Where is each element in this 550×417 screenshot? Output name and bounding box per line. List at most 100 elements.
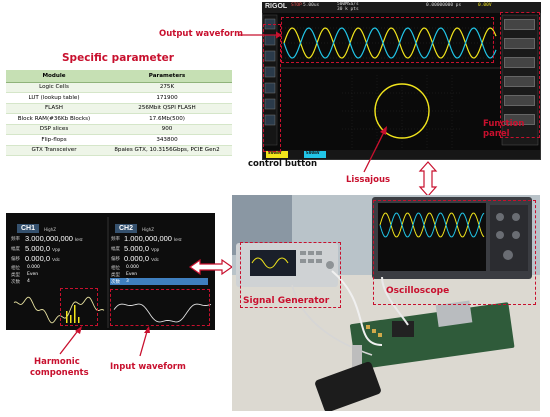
math-button-icon: [264, 50, 276, 62]
table-cell: DSP slices: [6, 124, 102, 135]
ch1-freq-label: 频率: [11, 237, 20, 242]
ch2-phase-label: 相位: [111, 266, 120, 271]
lissajous-figure: [374, 83, 430, 139]
lab-bench-illustration: [232, 195, 540, 411]
scope-timebase: 5.00us: [303, 3, 320, 8]
harmonic-arrow: [59, 327, 81, 355]
ch1-phase-value[interactable]: 0.000: [27, 265, 40, 270]
ch2-offset-value[interactable]: 0.000,0 Vdc: [124, 254, 159, 263]
oscilloscope-label: Oscilloscope: [386, 286, 450, 296]
ch1-type-value[interactable]: Even: [27, 272, 39, 277]
ch1-phase-label: 相位: [11, 266, 20, 271]
signal-generator-label: Signal Generator: [243, 296, 330, 306]
ch1-tab[interactable]: CH1: [17, 224, 40, 233]
table-cell: 900: [102, 124, 232, 135]
ch1-type-label: 类型: [11, 273, 20, 278]
function-button-2[interactable]: [504, 38, 535, 49]
ch2-impedance: HighZ: [142, 227, 154, 232]
display-button-icon: [264, 66, 276, 78]
table-cell: 8paies GTX, 10.3156Gbps, PCIE Gen2: [102, 145, 232, 156]
table-row: LUT (lookup table)171900: [6, 92, 232, 104]
photo-ch1-wave: [379, 212, 485, 238]
photo-ch2-wave: [379, 212, 485, 238]
ch1-offset-label: 偏移: [11, 257, 20, 262]
ch1-output-waveform: [283, 27, 497, 59]
ch2-order-highlight-row[interactable]: [110, 278, 208, 285]
function-button-3[interactable]: [504, 57, 535, 68]
table-cell: 171900: [102, 92, 232, 104]
double-arrow-vertical: [418, 161, 438, 197]
ch1-harmonic-waveform: [13, 296, 105, 324]
table-cell: FLASH: [6, 103, 102, 114]
ch2-scale-badge: [304, 151, 326, 158]
usb-device: [315, 361, 381, 411]
table-cell: Flip-flops: [6, 134, 102, 146]
ch2-scale-text: 500mV: [306, 151, 320, 156]
function-button-1[interactable]: [504, 19, 535, 30]
ch1-impedance: HighZ: [44, 227, 56, 232]
function-button-6[interactable]: [504, 114, 535, 125]
table-header-parameters: Parameters: [102, 70, 232, 83]
function-button-4[interactable]: [504, 76, 535, 87]
ch1-amp-value[interactable]: 5.000,0 Vpp: [25, 244, 61, 253]
ch1-order-value[interactable]: 4: [27, 279, 30, 284]
double-arrow-horizontal: [188, 258, 234, 276]
input-waveform-highlight: [110, 289, 210, 326]
ch1-scale-badge: [266, 151, 288, 158]
xy-grid: [342, 75, 462, 148]
ch2-tab[interactable]: CH2: [115, 224, 138, 233]
ch2-phase-value[interactable]: 0.000: [126, 265, 139, 270]
lissajous-arrow: [363, 126, 387, 173]
ch2-type-value[interactable]: Even: [126, 272, 138, 277]
scope-memory-depth: 30 k pts: [337, 6, 359, 12]
output-waveform-arrow: [238, 31, 282, 39]
table-header-module: Module: [6, 70, 102, 83]
oscilloscope-highlight: [373, 200, 536, 305]
scope-trigger-level: 0.00V: [478, 3, 492, 8]
parameter-table-title: Specific parameter: [62, 52, 174, 64]
generator-waveforms: [13, 217, 212, 328]
control-button-highlight: [263, 24, 281, 152]
ch2-input-waveform: [113, 303, 212, 323]
function-panel-label: Function panel: [483, 119, 525, 139]
scope-status-bar: [262, 2, 541, 13]
scope-offset: 0.00000000 ps: [426, 3, 462, 8]
ch2-freq-label: 频率: [111, 237, 120, 242]
function-button-5[interactable]: [504, 95, 535, 106]
utility-button-icon: [264, 98, 276, 110]
output-waveform-highlight: [281, 17, 494, 63]
ch2-amp-label: 幅度: [111, 247, 120, 252]
scope-run-status[interactable]: STOP: [291, 3, 302, 8]
harmonic-components-label-line1: Harmonic: [34, 357, 80, 367]
table-cell: 256Mbit QSPI FLASH: [102, 103, 232, 114]
harmonic-components-highlight: [60, 288, 98, 326]
lissajous-label: Lissajous: [346, 175, 391, 185]
ch2-output-waveform: [283, 27, 497, 59]
bottom-left-arrows: [59, 326, 150, 357]
scope-left-toolbar: [264, 18, 276, 126]
table-cell: 343800: [102, 134, 232, 146]
input-waveform-label: Input waveform: [110, 362, 186, 372]
ch1-scale-text: 500mV: [268, 151, 282, 156]
ch1-freq-value[interactable]: 3.000,000,000 kHz: [25, 234, 83, 243]
table-cell: LUT (lookup table): [6, 92, 102, 104]
storage-button-icon: [264, 82, 276, 94]
table-cell: Block RAM(#36Kb Blocks): [6, 113, 102, 125]
trigger-button-icon: [264, 114, 276, 126]
table-cell: Logic Cells: [6, 82, 102, 93]
ch2-order-value[interactable]: 3: [126, 279, 129, 284]
ch1-offset-value[interactable]: 0.000,0 Vdc: [25, 254, 60, 263]
signal-generator-highlight: [240, 242, 341, 308]
ch2-amp-value[interactable]: 5.000,0 Vpp: [124, 244, 160, 253]
ch2-freq-value[interactable]: 1.000,000,000 kHz: [124, 234, 182, 243]
ch1-order-label: 次数: [11, 280, 20, 285]
table-row: Block RAM(#36Kb Blocks)17.6Mb(500): [6, 113, 232, 125]
output-waveform-label: Output waveform: [159, 29, 243, 39]
ch2-type-label: 类型: [111, 273, 120, 278]
